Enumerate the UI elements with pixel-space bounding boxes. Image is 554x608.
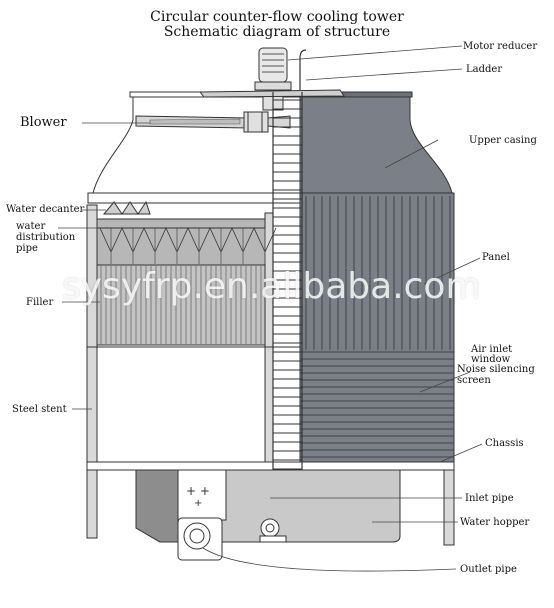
blower-shape [135,111,291,133]
label-air-inlet-window: Air inlet window [471,344,513,365]
svg-text:+ +: + + [186,484,210,498]
leader-lines [58,45,483,572]
label-panel: Panel [482,252,510,263]
label-upper-casing: Upper casing [469,135,537,146]
ladder-shape [272,49,307,530]
label-steel-stent: Steel stent [12,404,67,415]
inlet-pipe-shape [259,518,287,543]
label-outlet-pipe: Outlet pipe [460,564,517,575]
outlet-pipe-shape [177,517,223,561]
svg-text:+: + [194,498,202,509]
label-water-distribution-pipe: water distribution pipe [16,221,76,254]
watermark-text: sysyfrp.en.alibaba.com [62,266,481,307]
motor-reducer-shape [198,47,345,111]
label-ladder: Ladder [466,64,503,75]
diagram-title: Circular counter-flow cooling tower [150,9,404,25]
label-inlet-pipe: Inlet pipe [465,493,514,504]
label-water-hopper: Water hopper [460,517,530,528]
label-chassis: Chassis [485,438,524,449]
steel-stent-legs [86,469,455,546]
label-blower: Blower [20,115,67,130]
left-internals [86,200,455,539]
label-water-decanter: Water decanter [6,204,85,215]
diagram-subtitle: Schematic diagram of structure [163,24,391,40]
right-panel-shape [299,192,455,471]
label-motor-reducer: Motor reducer [463,41,538,52]
label-noise-silencing-screen: Noise silencing screen [457,364,535,386]
label-filler: Filler [26,297,54,308]
